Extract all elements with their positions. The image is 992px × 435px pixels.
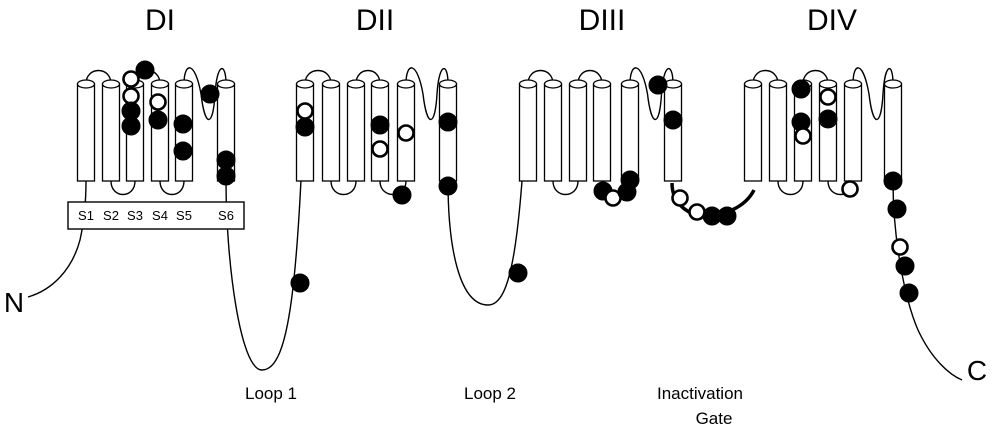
inactivation-gate-label-line1: Inactivation xyxy=(657,384,743,403)
open-residue xyxy=(371,140,389,158)
filled-residue xyxy=(508,263,528,283)
loop-1-label: Loop 1 xyxy=(245,384,297,403)
segment-label-s1: S1 xyxy=(78,208,94,223)
segment-label-s5: S5 xyxy=(176,208,192,223)
filled-residue xyxy=(148,110,168,130)
n-terminus-label: N xyxy=(4,287,24,318)
loop-1-strand xyxy=(225,83,306,371)
segment-label-s6: S6 xyxy=(218,208,234,223)
loop-2-label: Loop 2 xyxy=(464,384,516,403)
filled-residue xyxy=(717,206,737,226)
segment-label-s2: S2 xyxy=(103,208,119,223)
filled-residue xyxy=(899,283,919,303)
open-residue xyxy=(122,70,140,88)
domain-4-loop-s2-s3 xyxy=(777,180,804,196)
filled-residue xyxy=(648,75,668,95)
filled-residue xyxy=(895,256,915,276)
filled-residue xyxy=(135,60,155,80)
domain-3-helix-s3 xyxy=(568,79,588,182)
domain-3-pore-loop xyxy=(629,67,674,120)
filled-residue xyxy=(818,109,838,129)
open-residue xyxy=(296,102,314,120)
domain-1-helix-s2 xyxy=(101,79,121,182)
filled-residue xyxy=(216,150,236,170)
filled-residue xyxy=(200,84,220,104)
open-residue xyxy=(819,88,837,106)
domain-title-diii: DIII xyxy=(579,4,626,37)
domain-2-helix-s3 xyxy=(346,79,366,182)
domain-1-helix-s1 xyxy=(76,79,96,182)
open-residue xyxy=(397,124,415,142)
inactivation-gate-label-line2: Gate xyxy=(696,409,733,428)
filled-residue xyxy=(883,171,903,191)
segment-label-box xyxy=(67,201,245,230)
filled-residue xyxy=(370,115,390,135)
domain-2-pore-loop xyxy=(405,67,449,120)
filled-residue xyxy=(620,170,640,190)
domain-1-pore-loop xyxy=(183,67,227,120)
domain-4-helix-s5 xyxy=(843,79,863,182)
open-residue xyxy=(122,87,140,105)
open-residue xyxy=(891,238,909,256)
domain-1-loop-s4-s5 xyxy=(159,180,185,196)
loop-2-strand xyxy=(447,83,529,306)
domain-2-loop-s2-s3 xyxy=(330,180,357,196)
domain-3-helix-s5 xyxy=(620,79,640,182)
segment-label-s4: S4 xyxy=(152,208,168,223)
filled-residue xyxy=(121,116,141,136)
domain-3-helix-s2 xyxy=(543,79,563,182)
segment-label-s3: S3 xyxy=(127,208,143,223)
domain-3-helix-s1 xyxy=(518,79,538,182)
filled-residue xyxy=(438,176,458,196)
c-terminal-tail xyxy=(892,180,963,381)
filled-residue xyxy=(295,117,315,137)
filled-residue xyxy=(663,110,683,130)
open-residue xyxy=(671,189,689,207)
filled-residue xyxy=(216,166,236,186)
domain-1-loop-s2-s3 xyxy=(110,180,136,196)
filled-residue xyxy=(438,112,458,132)
domain-2-helix-s2 xyxy=(321,79,341,182)
filled-residue xyxy=(791,79,811,99)
domain-title-dii: DII xyxy=(356,4,394,37)
domain-4-pore-loop xyxy=(852,67,894,120)
residues xyxy=(121,60,919,303)
domain-title-di: DI xyxy=(145,4,175,37)
filled-residue xyxy=(173,141,193,161)
domain-3-helix-s4 xyxy=(592,79,612,182)
filled-residue xyxy=(887,199,907,219)
domain-4-helix-s1 xyxy=(743,79,763,182)
c-terminus-label: C xyxy=(967,355,987,386)
domain-4-helix-s4 xyxy=(818,79,838,182)
open-residue xyxy=(794,127,812,145)
filled-residue xyxy=(392,185,412,205)
domain-4-helix-s2 xyxy=(768,79,788,182)
domain-title-div: DIV xyxy=(807,4,857,37)
open-residue xyxy=(688,203,706,221)
open-residue xyxy=(149,93,167,111)
filled-residue xyxy=(290,273,310,293)
domain-3-loop-s2-s3 xyxy=(552,180,579,196)
domain-3-helix-s6 xyxy=(663,79,683,182)
filled-residue xyxy=(173,114,193,134)
open-residue xyxy=(841,180,859,198)
n-terminal-tail xyxy=(27,180,87,298)
domain-4-helix-s6 xyxy=(883,79,903,182)
